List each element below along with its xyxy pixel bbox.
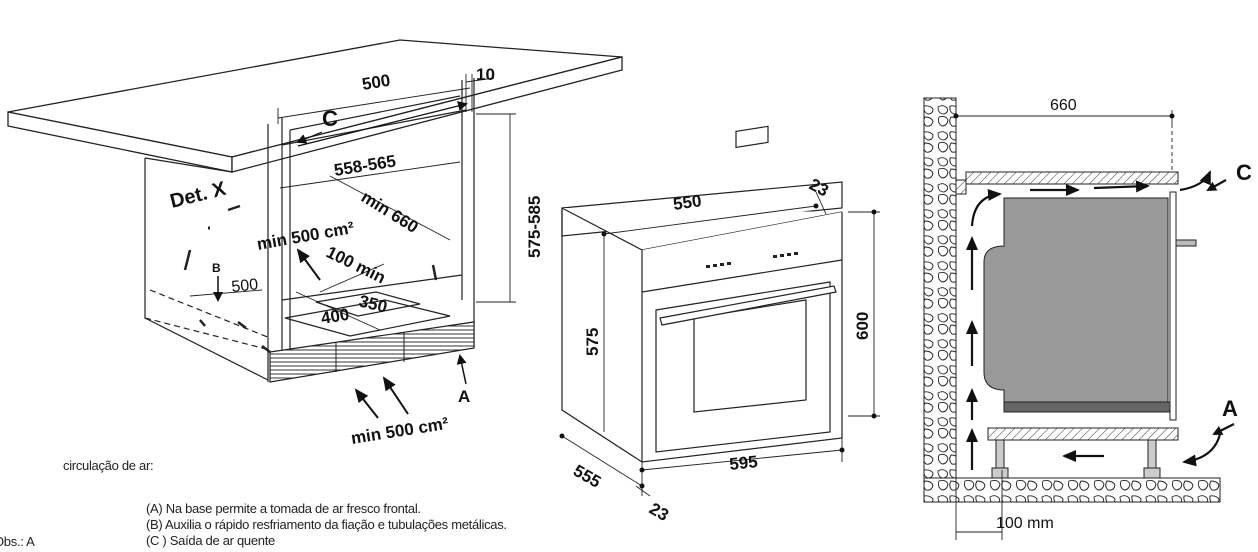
oven-dim-bottom-depth: 23 — [646, 499, 672, 525]
side-dim-depth: 660 — [1050, 97, 1077, 114]
oven-diagram: 550 23 575 600 595 555 23 — [559, 125, 880, 525]
pointer-arrow-a — [456, 354, 467, 385]
dim-vent-front: 100 min — [323, 243, 388, 288]
wall — [923, 97, 957, 479]
top-shelf — [965, 171, 1179, 185]
airflow-arrow — [296, 248, 321, 281]
label-b: B — [212, 261, 221, 275]
notes-obs: Obs.: A — [0, 534, 35, 549]
oven-dimension-lines — [561, 191, 880, 497]
side-dim-gap-bottom: 100 mm — [996, 515, 1054, 532]
cabinet-base — [987, 427, 1179, 441]
dim-cutout-w: 400 — [320, 305, 351, 328]
dim-cutout-d: 350 — [357, 291, 389, 316]
dim-depth-min: min 660 — [358, 187, 422, 237]
airflow-arrows — [966, 170, 1235, 470]
oven-side — [983, 197, 1169, 403]
notes-heading: circulação de ar: — [63, 458, 154, 473]
label-c-left: C — [322, 106, 338, 131]
oven-dim-front-height: 600 — [853, 312, 872, 340]
dim-base-depth: 500 — [231, 276, 259, 296]
oven-buttons — [706, 252, 798, 268]
airflow-arrow — [354, 388, 379, 419]
oven-dim-depth: 555 — [570, 461, 604, 492]
side-label-a: A — [1222, 396, 1238, 421]
worktop — [7, 39, 623, 173]
vent-area-bottom: min 500 cm² — [350, 414, 450, 448]
airflow-arrow — [382, 376, 409, 415]
label-a-left: A — [458, 387, 470, 406]
dim-gap: 10 — [476, 65, 495, 84]
detail-label: Det. X — [168, 178, 229, 213]
notes-item-b: (B) Auxilia o rápido resfriamento da fia… — [146, 517, 507, 532]
oven-handle — [659, 285, 837, 326]
dim-width-top: 500 — [361, 71, 392, 94]
cabinet-diagram: 500 10 C 558-565 575-585 Det. X min 660 … — [7, 39, 623, 448]
notes-item-a: (A) Na base permite a tomada de ar fresc… — [146, 501, 421, 516]
dimension-lines — [189, 74, 516, 331]
oven-display — [735, 125, 769, 149]
ventilation-grille — [269, 321, 475, 383]
oven-dim-body-height: 575 — [583, 328, 602, 356]
floor — [923, 477, 1221, 503]
oven-dim-top-width: 550 — [672, 191, 703, 214]
side-label-c: C — [1236, 160, 1252, 185]
oven-dim-front-width: 595 — [728, 452, 758, 474]
oven-window — [693, 299, 807, 413]
notes-item-c: (C ) Saída de ar quente — [146, 533, 275, 548]
dim-height: 575-585 — [525, 196, 544, 258]
side-section-diagram: 660 100 mm C A — [923, 97, 1252, 540]
